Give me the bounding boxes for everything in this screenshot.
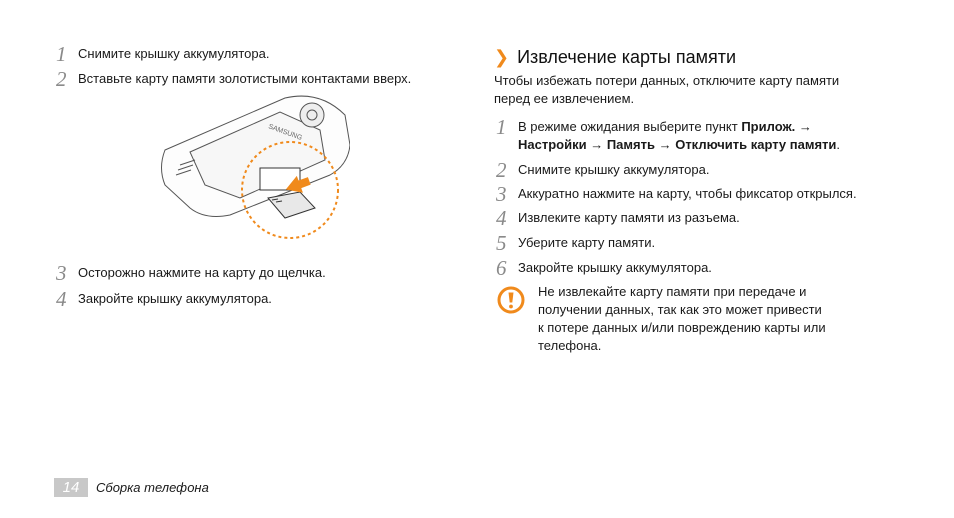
section-heading-text: Извлечение карты памяти [517,47,737,67]
warning-line: к потере данных и/или повреждению карты … [538,320,826,335]
step-text: Осторожно нажмите на карту до щелчка. [78,265,326,280]
right-step-2: 2 Снимите крышку аккумулятора. [496,158,710,182]
left-step-3: 3 Осторожно нажмите на карту до щелчка. [56,261,326,285]
menu-path-pamyat: Память [606,137,655,152]
phone-memory-card-illustration: SAMSUNG [161,95,350,239]
arrow: → [654,137,676,152]
arrow: → [795,119,812,134]
intro-line: Чтобы избежать потери данных, отключите … [494,73,840,88]
step-text: Аккуратно нажмите на карту, чтобы фиксат… [518,186,857,201]
right-step-6: 6 Закройте крышку аккумулятора. [496,256,712,280]
step-number: 5 [496,231,507,255]
page-number: 14 [54,478,88,497]
step-text: Извлеките карту памяти из разъема. [518,210,740,225]
warning-icon [497,286,525,314]
section-name: Сборка телефона [96,480,209,495]
right-step-4: 4 Извлеките карту памяти из разъема. [496,206,740,230]
menu-path-nastroyki: Настройки [518,137,587,152]
step-number: 2 [56,67,67,91]
highlight-circle [241,141,339,239]
insert-arrow-icon [285,175,311,193]
step-text: Вставьте карту памяти золотистыми контак… [78,71,412,86]
intro-line: перед ее извлечением. [494,91,635,106]
intro-paragraph: Чтобы избежать потери данных, отключите … [494,72,839,108]
left-step-4: 4 Закройте крышку аккумулятора. [56,287,272,311]
menu-path-unmount: Отключить карту памяти [675,137,837,152]
step-text: Закройте крышку аккумулятора. [518,260,712,275]
warning-line: телефона. [538,338,602,353]
step-number: 1 [496,115,507,139]
chevron-right-icon: ❯ [494,47,510,67]
step-number: 3 [496,182,507,206]
step-text: Закройте крышку аккумулятора. [78,291,272,306]
arrow: → [586,137,607,152]
right-step-1: 1 В режиме ожидания выберите пункт Прило… [496,115,840,154]
right-step-5: 5 Уберите карту памяти. [496,231,656,255]
step-text: Снимите крышку аккумулятора. [518,162,710,177]
step-number: 2 [496,158,507,182]
step-number: 4 [496,206,507,230]
step-number: 4 [56,287,67,311]
warning-line: получении данных, так как это может прив… [538,302,822,317]
right-step-3: 3 Аккуратно нажмите на карту, чтобы фикс… [496,182,857,206]
left-step-2: 2 Вставьте карту памяти золотистыми конт… [56,67,412,91]
step-text-part: В режиме ожидания выберите пункт [518,119,742,134]
left-step-1: 1 Снимите крышку аккумулятора. [56,42,270,66]
section-heading: ❯ Извлечение карты памяти [494,46,736,68]
step-text: Снимите крышку аккумулятора. [78,46,270,61]
warning-line: Не извлекайте карту памяти при передаче … [538,284,807,299]
menu-path-prilozh: Прилож. [741,119,796,134]
step-number: 1 [56,42,67,66]
step-text: В режиме ожидания выберите пункт Прилож.… [518,118,840,154]
page-footer: 14 Сборка телефона [54,478,209,497]
step-number: 3 [56,261,67,285]
warning-text: Не извлекайте карту памяти при передаче … [538,283,826,355]
step-number: 6 [496,256,507,280]
memory-card-icon [267,191,316,219]
period: . [836,137,841,152]
step-text: Уберите карту памяти. [518,235,656,250]
